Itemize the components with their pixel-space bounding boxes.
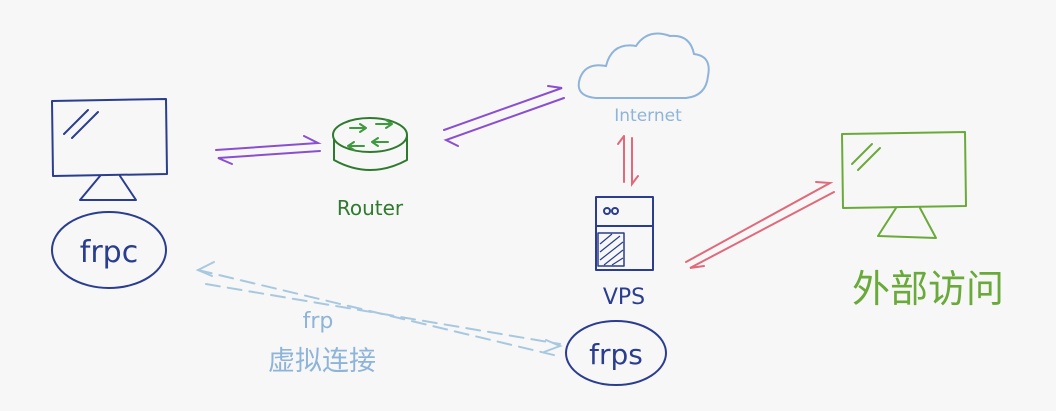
- frpc-node: frpc: [51, 211, 167, 289]
- cloud-icon: [577, 32, 710, 99]
- frps-label: frps: [589, 338, 643, 371]
- external-monitor-icon: [841, 131, 967, 239]
- router-icon: [332, 117, 408, 171]
- external-access-label: 外部访问: [852, 267, 1004, 311]
- server-icon: [595, 196, 654, 271]
- client-monitor-icon: [51, 98, 168, 201]
- router-internet-link: [443, 85, 565, 147]
- router-label: Router: [337, 196, 404, 220]
- internet-vps-link: [617, 135, 639, 187]
- frpc-label: frpc: [80, 235, 138, 270]
- frp-tunnel-arrowheads: [195, 261, 563, 353]
- tunnel-label-virtual-connection: 虚拟连接: [268, 346, 376, 377]
- vps-external-link: [685, 181, 835, 269]
- client-router-link: [215, 135, 322, 165]
- tunnel-label-frp: frp: [303, 309, 334, 334]
- frps-node: frps: [565, 320, 667, 386]
- frp-tunnel-link: [197, 269, 561, 357]
- internet-label: Internet: [614, 106, 682, 126]
- vps-label: VPS: [603, 285, 645, 310]
